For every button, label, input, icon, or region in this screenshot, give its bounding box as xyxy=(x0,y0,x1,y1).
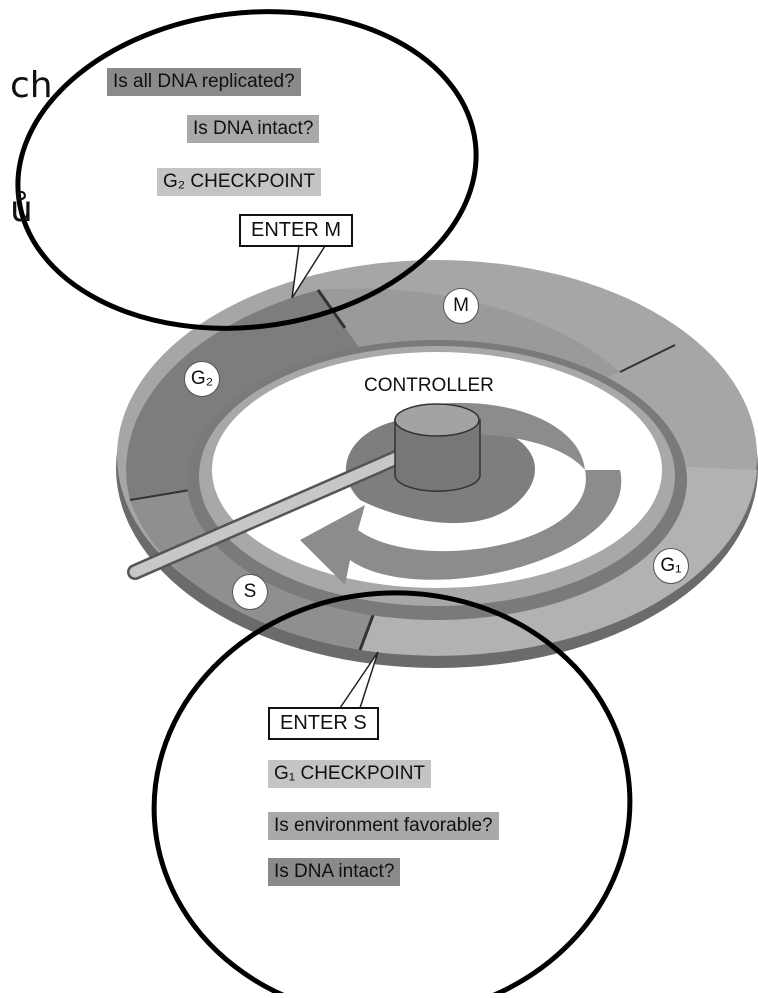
enter-s-label: ENTER S xyxy=(268,707,379,740)
cutoff-text-middle: ů xyxy=(10,189,33,230)
g2-question-replicated: Is all DNA replicated? xyxy=(107,68,301,96)
g2-question-intact: Is DNA intact? xyxy=(187,115,320,143)
lever-arm xyxy=(129,446,416,578)
enter-m-pointer xyxy=(291,237,326,299)
divider-m-g1 xyxy=(619,344,676,373)
cutoff-text-top: ch xyxy=(10,65,53,106)
phase-g1: G₁ xyxy=(653,548,689,584)
g2-annotation-circle xyxy=(15,9,479,331)
controller-label: CONTROLLER xyxy=(364,375,494,396)
phase-g2: G₂ xyxy=(184,361,220,397)
g1-annotation-circle xyxy=(151,590,633,998)
divider-s-g1 xyxy=(358,609,377,651)
g2-checkpoint-label: G₂ CHECKPOINT xyxy=(157,168,321,196)
controller-body xyxy=(394,419,481,492)
enter-s-pointer xyxy=(339,651,379,709)
phase-m: M xyxy=(443,288,479,324)
controller-top xyxy=(394,403,480,437)
g1-checkpoint-label: G₁ CHECKPOINT xyxy=(268,760,432,788)
cycle-arrow xyxy=(300,470,622,585)
phase-s: S xyxy=(232,574,268,610)
g1-question-environment: Is environment favorable? xyxy=(268,812,499,840)
enter-m-label: ENTER M xyxy=(239,214,353,247)
divider-g2-s xyxy=(129,489,191,501)
g1-question-intact: Is DNA intact? xyxy=(268,858,401,886)
